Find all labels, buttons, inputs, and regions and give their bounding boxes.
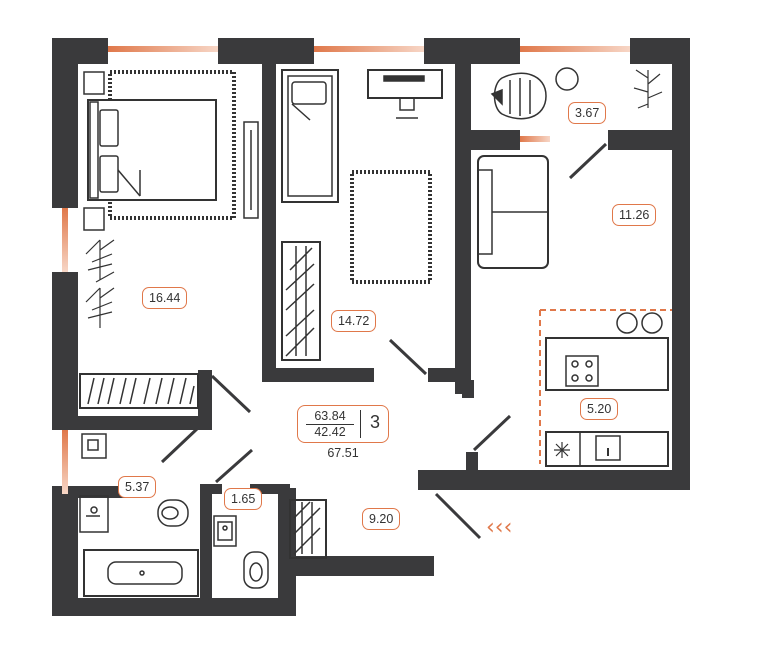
room-area-balcony: 3.67 xyxy=(568,102,607,124)
kids-room-furniture xyxy=(281,69,443,361)
room-area-hallway: 9.20 xyxy=(362,508,401,530)
walls xyxy=(52,38,690,616)
bedroom-furniture xyxy=(79,70,259,409)
kitchen-furniture xyxy=(539,309,672,467)
bathroom-fixtures xyxy=(79,433,199,597)
hallway-wardrobe xyxy=(289,499,327,559)
room-area-living-room: 11.26 xyxy=(612,204,657,226)
room-area-kitchen: 5.20 xyxy=(580,398,619,420)
room-area-kids-room: 14.72 xyxy=(331,310,377,332)
summary-separator xyxy=(360,410,361,438)
total-area: 67.51 xyxy=(327,446,359,460)
living-area-value: 63.84 xyxy=(314,409,346,423)
fraction-line xyxy=(306,424,354,425)
windows xyxy=(62,46,630,494)
snowflake-icon xyxy=(554,442,570,458)
room-area-bedroom: 16.44 xyxy=(142,287,188,309)
living-room-furniture xyxy=(477,155,549,269)
room-area-toilet: 1.65 xyxy=(224,488,263,510)
toilet-fixtures xyxy=(213,515,269,589)
rooms-count: 3 xyxy=(369,412,380,432)
doors xyxy=(160,142,608,540)
balcony-furniture xyxy=(490,67,663,120)
kitchen-area-value: 42.42 xyxy=(314,425,346,439)
room-area-bathroom: 5.37 xyxy=(118,476,157,498)
plant-icon xyxy=(633,69,663,109)
entrance-arrow-icon: ‹‹‹ xyxy=(486,515,512,540)
area-summary: 63.84 42.42 3 xyxy=(297,405,389,443)
plant-icon xyxy=(85,239,115,328)
